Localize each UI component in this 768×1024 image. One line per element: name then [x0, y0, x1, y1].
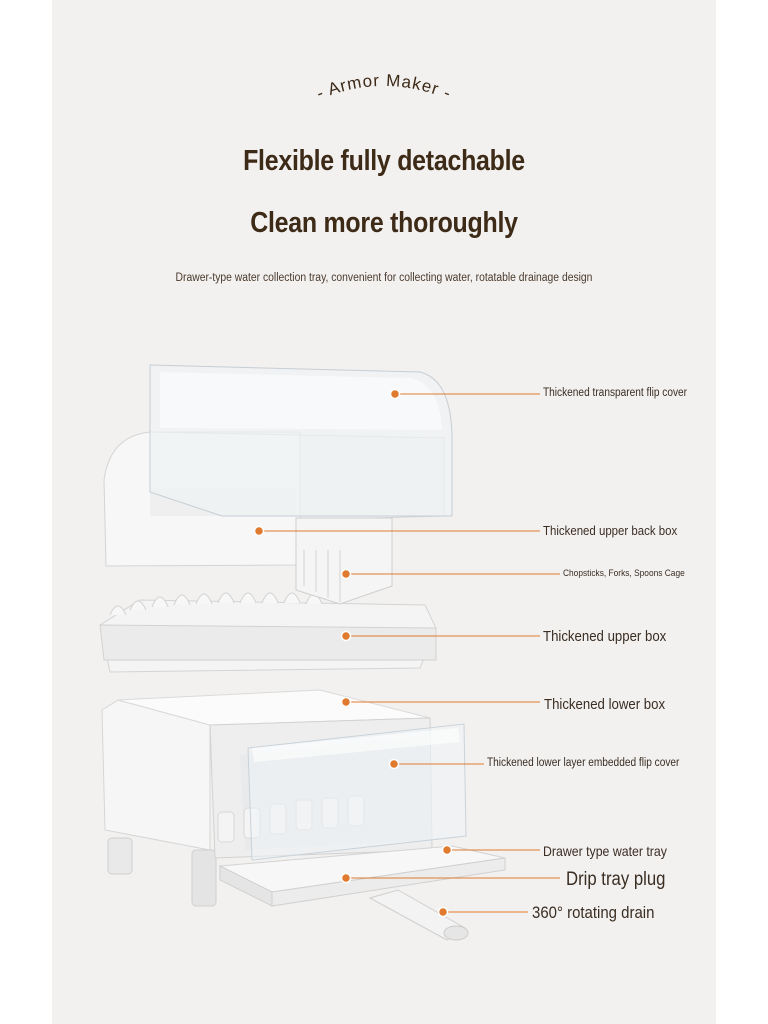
- subtitle: Drawer-type water collection tray, conve…: [175, 272, 593, 284]
- label-rotating-drain: 360° rotating drain: [532, 903, 655, 922]
- headline-secondary: Clean more thoroughly: [250, 207, 518, 239]
- label-water-tray: Drawer type water tray: [543, 843, 667, 859]
- label-flip-cover: Thickened transparent flip cover: [543, 387, 688, 399]
- utensil-cage: [295, 517, 393, 605]
- lower-box: [101, 689, 467, 907]
- brand-logo: - Armor Maker -: [314, 71, 454, 103]
- label-utensil-cage: Chopsticks, Forks, Spoons Cage: [563, 568, 685, 579]
- label-upper-back-box: Thickened upper back box: [543, 523, 678, 538]
- callout-dots: [253, 388, 453, 918]
- label-embedded-flip-cover: Thickened lower layer embedded flip cove…: [487, 757, 680, 769]
- label-lower-box: Thickened lower box: [544, 696, 666, 713]
- drain-pipe: [368, 889, 469, 941]
- label-upper-box: Thickened upper box: [543, 628, 667, 645]
- upper-box: [99, 592, 437, 673]
- callout-lines: [259, 393, 560, 913]
- label-drip-plug: Drip tray plug: [566, 869, 666, 890]
- headline-primary: Flexible fully detachable: [243, 145, 525, 177]
- flip-cover: [149, 364, 453, 517]
- water-tray: [218, 845, 506, 907]
